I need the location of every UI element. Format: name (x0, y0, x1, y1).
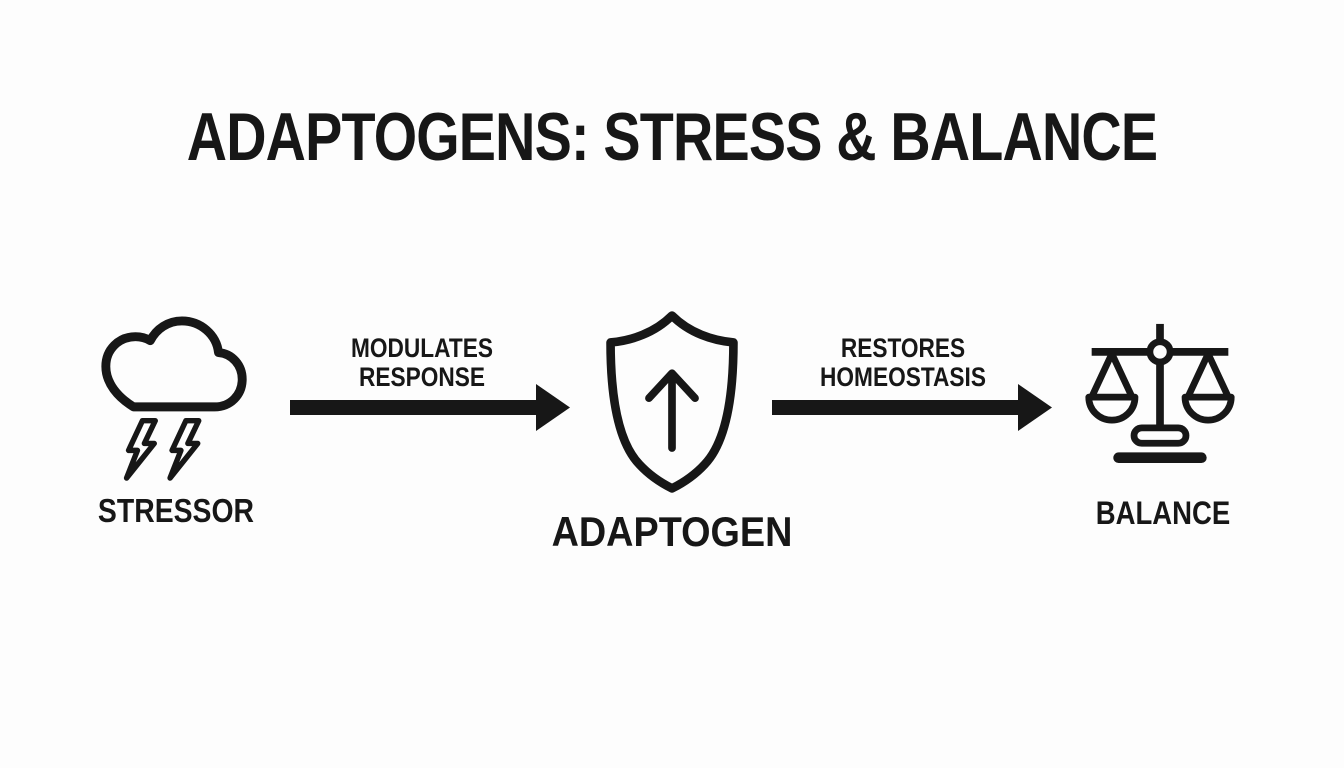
shield-up-arrow-icon (606, 311, 738, 493)
storm-cloud-icon (101, 316, 247, 481)
adaptogen-label: ADAPTOGEN (551, 508, 793, 555)
arrow2-label: RESTORES HOMEOSTASIS (802, 334, 1004, 392)
shield-outline (606, 311, 738, 493)
right-arrow-icon (772, 384, 1052, 431)
page-title: ADAPTOGENS: STRESS & BALANCE (186, 99, 1158, 175)
scale-right-pan (1181, 352, 1235, 424)
arrow2-label-line2: HOMEOSTASIS (820, 362, 986, 392)
up-arrow-icon (645, 369, 699, 452)
arrow1-label-line2: RESPONSE (358, 362, 486, 392)
balance-scale-icon (1085, 323, 1235, 464)
cloud-outline (101, 316, 247, 412)
arrow-head (1018, 384, 1052, 431)
lightning-bolt-icon (123, 418, 158, 481)
right-arrow-icon (290, 384, 570, 431)
arrow-shaft (772, 400, 1020, 415)
scale-pedestal (1130, 424, 1190, 447)
stressor-label: STRESSOR (97, 492, 255, 529)
scale-pivot (1146, 338, 1174, 366)
scale-left-pan (1085, 352, 1139, 424)
arrow1-label: MODULATES RESPONSE (321, 334, 523, 392)
arrow-head (536, 384, 570, 431)
balance-label: BALANCE (1095, 495, 1231, 531)
lightning-bolt-icon (167, 418, 202, 481)
arrow2-label-line1: RESTORES (840, 333, 966, 363)
arrow1-label-line1: MODULATES (351, 333, 493, 363)
arrow-shaft (290, 400, 538, 415)
